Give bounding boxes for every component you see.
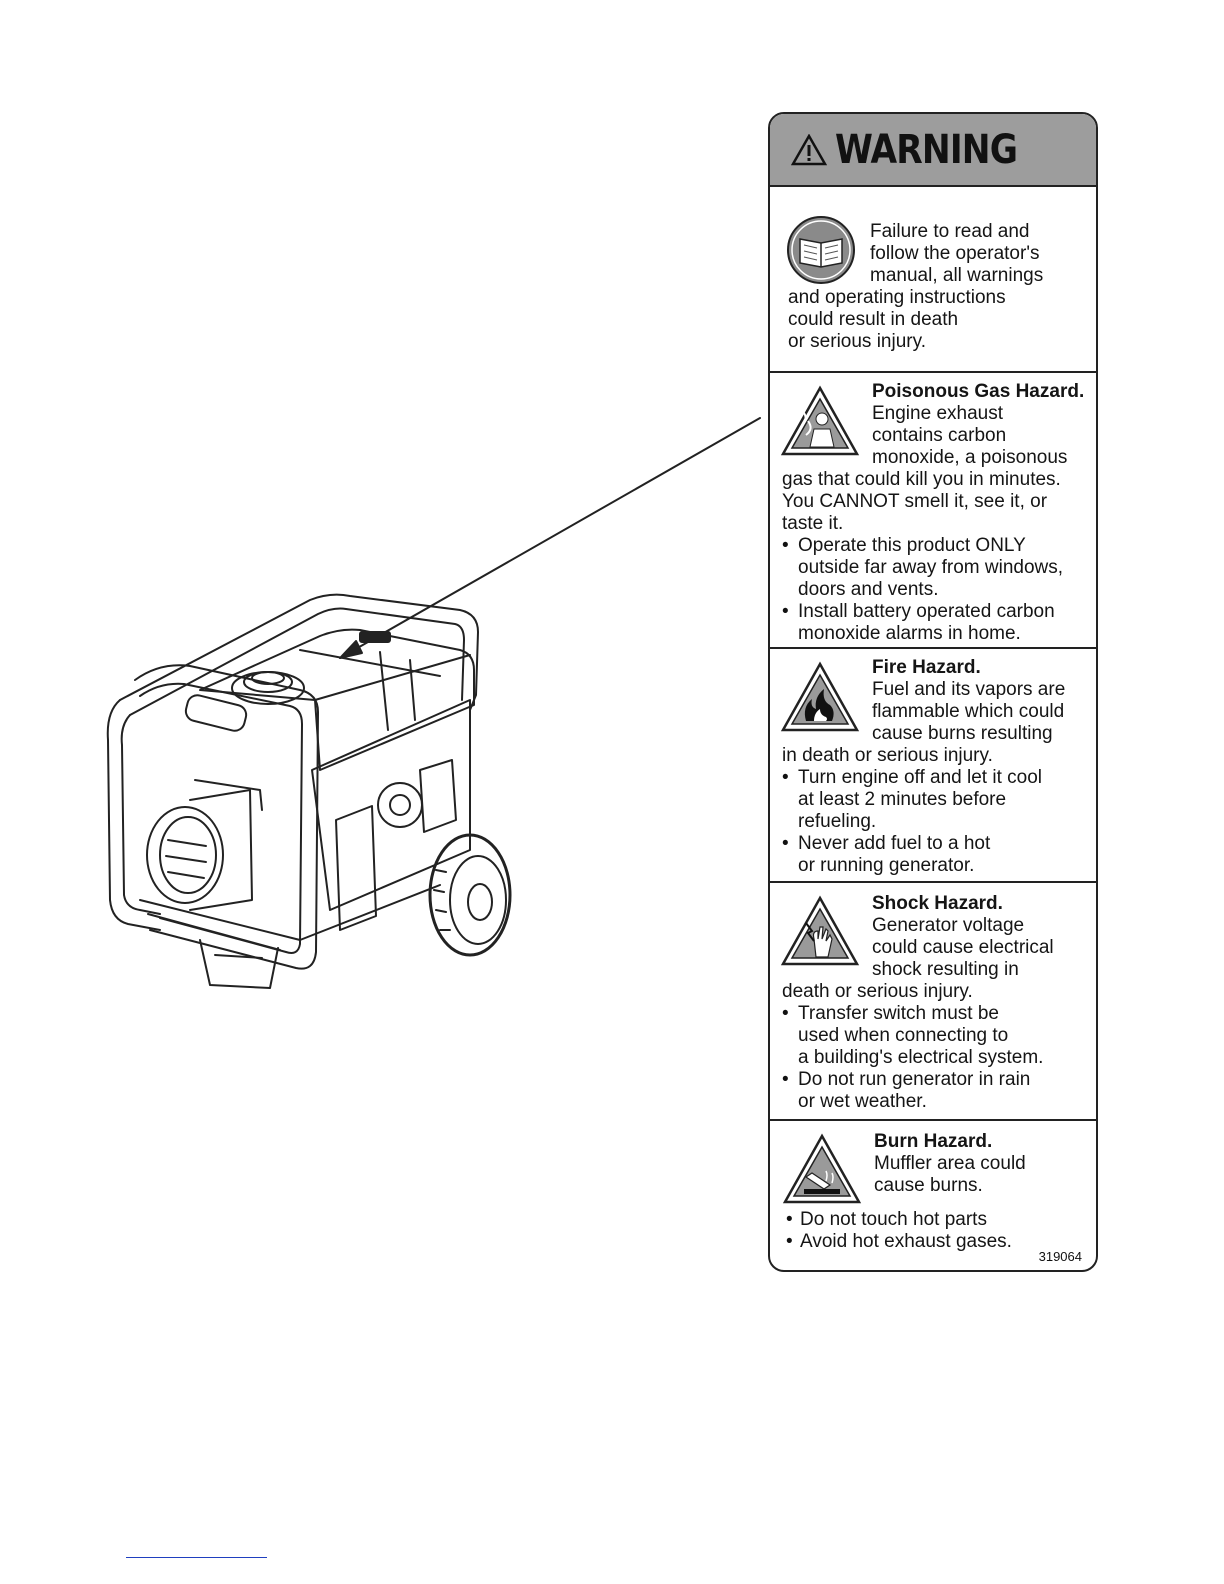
bullet-dot: • xyxy=(782,535,789,556)
gas-bullet: doors and vents. xyxy=(798,579,939,600)
burn-bullet: Do not touch hot parts xyxy=(800,1209,987,1230)
warning-label: WARNING Failure to read and follow the o… xyxy=(768,112,1098,1272)
manual-line: Failure to read and xyxy=(870,221,1030,242)
gas-title: Poisonous Gas Hazard. xyxy=(872,381,1085,402)
gas-line: taste it. xyxy=(782,513,844,534)
bullet-dot: • xyxy=(782,601,789,622)
section-fire: Fire Hazard. Fuel and its vapors are fla… xyxy=(770,649,1096,883)
section-gas: Poisonous Gas Hazard. Engine exhaust con… xyxy=(770,373,1096,649)
fire-line: cause burns resulting xyxy=(872,723,1053,744)
burn-bullet: Avoid hot exhaust gases. xyxy=(800,1231,1012,1252)
book-manual-icon xyxy=(787,216,855,284)
gas-line: You CANNOT smell it, see it, or xyxy=(782,491,1048,512)
fire-bullet: at least 2 minutes before xyxy=(798,789,1007,810)
leader-line xyxy=(339,417,761,659)
shock-line: could cause electrical xyxy=(872,937,1054,958)
label-header: WARNING xyxy=(770,114,1096,187)
bullet-dot: • xyxy=(786,1231,793,1252)
section-burn: Burn Hazard. Muffler area could cause bu… xyxy=(770,1121,1096,1270)
shock-bullet: used when connecting to xyxy=(798,1025,1009,1046)
fire-line: flammable which could xyxy=(872,701,1065,722)
fire-bullet: or running generator. xyxy=(798,855,975,876)
gas-line: Engine exhaust xyxy=(872,403,1003,424)
burn-line: Muffler area could xyxy=(874,1153,1026,1174)
bullet-dot: • xyxy=(782,1003,789,1024)
gas-bullet: Operate this product ONLY xyxy=(798,535,1026,556)
fire-bullet: Turn engine off and let it cool xyxy=(798,767,1042,788)
burn-line: cause burns. xyxy=(874,1175,983,1196)
hot-surface-icon xyxy=(782,1133,862,1204)
bullet-dot: • xyxy=(782,833,789,854)
shock-line: shock resulting in xyxy=(872,959,1019,980)
section-shock: Shock Hazard. Generator voltage could ca… xyxy=(770,883,1096,1121)
fire-line: Fuel and its vapors are xyxy=(872,679,1066,700)
fire-bullet: Never add fuel to a hot xyxy=(798,833,991,854)
manual-line: manual, all warnings xyxy=(870,265,1044,286)
fire-bullet: refueling. xyxy=(798,811,877,832)
poisonous-gas-icon xyxy=(780,385,860,456)
fire-flame-icon xyxy=(780,661,860,732)
section-manual: Failure to read and follow the operator'… xyxy=(770,185,1096,373)
gas-bullet: Install battery operated carbon xyxy=(798,601,1055,622)
shock-line: Generator voltage xyxy=(872,915,1025,936)
leader-arrowhead xyxy=(339,640,363,659)
gas-bullet: monoxide alarms in home. xyxy=(798,623,1021,644)
gas-line: contains carbon xyxy=(872,425,1007,446)
shock-title: Shock Hazard. xyxy=(872,893,1003,914)
burn-title: Burn Hazard. xyxy=(874,1131,993,1152)
gas-bullet: outside far away from windows, xyxy=(798,557,1064,578)
label-part-number: 319064 xyxy=(1038,1249,1082,1264)
shock-bullet: Do not run generator in rain xyxy=(798,1069,1031,1090)
gas-line: monoxide, a poisonous xyxy=(872,447,1068,468)
footnote-rule xyxy=(126,1557,267,1558)
manual-line: or serious injury. xyxy=(788,331,926,352)
shock-bullet: a building's electrical system. xyxy=(798,1047,1044,1068)
fire-line: in death or serious injury. xyxy=(782,745,993,766)
shock-line: death or serious injury. xyxy=(782,981,973,1002)
manual-line: could result in death xyxy=(788,309,959,330)
label-title: WARNING xyxy=(835,126,1018,173)
electric-shock-icon xyxy=(780,895,860,966)
warning-triangle-icon xyxy=(791,133,827,165)
shock-bullet: Transfer switch must be xyxy=(798,1003,999,1024)
bullet-dot: • xyxy=(782,767,789,788)
bullet-dot: • xyxy=(782,1069,789,1090)
fire-title: Fire Hazard. xyxy=(872,657,981,678)
manual-line: and operating instructions xyxy=(788,287,1006,308)
shock-bullet: or wet weather. xyxy=(798,1091,927,1112)
bullet-dot: • xyxy=(786,1209,793,1230)
gas-line: gas that could kill you in minutes. xyxy=(782,469,1061,490)
manual-line: follow the operator's xyxy=(870,243,1040,264)
